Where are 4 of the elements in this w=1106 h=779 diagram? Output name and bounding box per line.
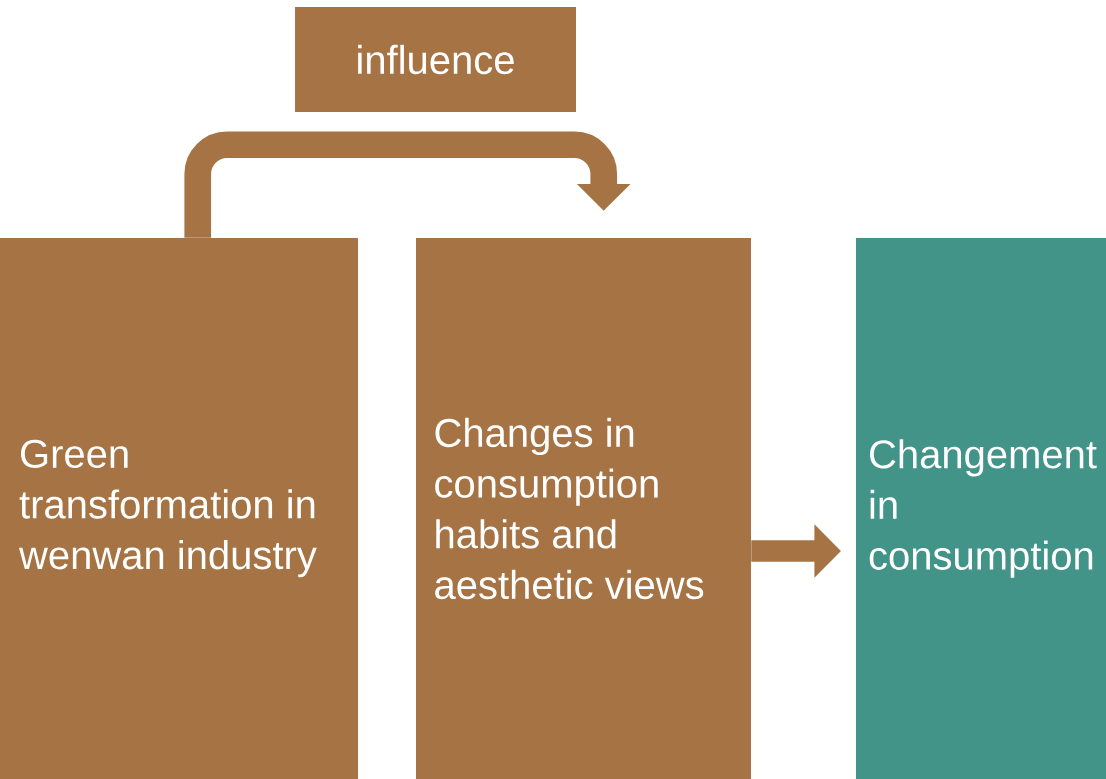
process-box: Changement in consumption (856, 238, 1106, 779)
label-box: influence (295, 7, 576, 112)
process-box: Changes in consumption habits and aesthetic views (416, 238, 751, 779)
process-box: Green transformation in wenwan industry (0, 238, 358, 779)
